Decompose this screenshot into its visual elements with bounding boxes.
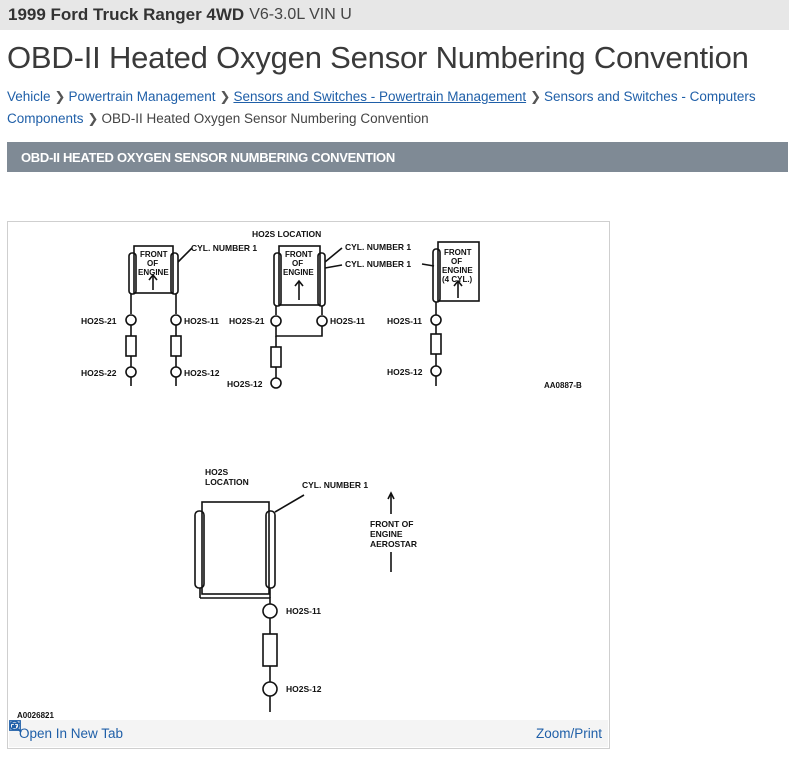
open-new-tab-link[interactable]: Open In New Tab — [9, 720, 124, 741]
diagram-title: HO2S LOCATION — [252, 229, 321, 239]
ho2s-12-label: HO2S-12 — [387, 367, 423, 377]
cyl-number-1-label: CYL. NUMBER 1 — [345, 242, 411, 252]
front-of-engine-4cyl-label: FRONT — [444, 248, 472, 257]
ho2s-location-label: HO2S — [205, 467, 228, 477]
front-of-engine-aerostar-label: FRONT OF — [370, 519, 413, 529]
ho2s-12-label: HO2S-12 — [227, 379, 263, 389]
breadcrumb-current: OBD-II Heated Oxygen Sensor Numbering Co… — [101, 111, 429, 126]
front-of-engine-label: ENGINE — [138, 268, 169, 277]
ho2s-11-label: HO2S-11 — [387, 316, 422, 326]
cyl-number-1-label: CYL. NUMBER 1 — [345, 259, 411, 269]
breadcrumb: Vehicle❯Powertrain Management❯Sensors an… — [7, 86, 789, 130]
front-of-engine-label: ENGINE — [283, 268, 314, 277]
breadcrumb-sensors-switches-powertrain[interactable]: Sensors and Switches - Powertrain Manage… — [233, 89, 527, 104]
diagram-code-bottom: A0026821 — [17, 711, 54, 720]
diagram-figure: HO2S LOCATION FRONT OF ENGINE FRONT OF E… — [7, 221, 610, 749]
breadcrumb-powertrain-management[interactable]: Powertrain Management — [68, 89, 216, 104]
engine-info: V6-3.0L VIN U — [249, 6, 352, 23]
front-of-engine-aerostar-label: ENGINE — [370, 529, 403, 539]
ho2s-22-label: HO2S-22 — [81, 368, 117, 378]
ho2s-location-label: LOCATION — [205, 477, 249, 487]
breadcrumb-sensors-switches-computers[interactable]: Sensors and Switches - Computers — [544, 89, 756, 104]
front-of-engine-4cyl-label: OF — [451, 257, 462, 266]
zoom-print-link[interactable]: Zoom/Print — [9, 720, 602, 741]
front-of-engine-4cyl-label: (4 CYL.) — [442, 275, 473, 284]
ho2s-11-label: HO2S-11 — [184, 316, 219, 326]
front-of-engine-label: FRONT — [285, 250, 313, 259]
chevron-right-icon: ❯ — [530, 89, 541, 104]
chevron-right-icon: ❯ — [219, 89, 231, 104]
zoom-icon — [9, 720, 22, 733]
breadcrumb-components[interactable]: Components — [7, 111, 84, 126]
ho2s-11-label: HO2S-11 — [286, 606, 321, 616]
front-of-engine-label: FRONT — [140, 250, 168, 259]
chevron-right-icon: ❯ — [54, 89, 66, 104]
open-new-tab-label: Open In New Tab — [19, 726, 124, 741]
breadcrumb-vehicle[interactable]: Vehicle — [7, 89, 51, 104]
ho2s-diagram: HO2S LOCATION FRONT OF ENGINE FRONT OF E… — [17, 229, 582, 720]
figure-toolbar: Open In New Tab Zoom/Print — [9, 720, 608, 747]
front-of-engine-4cyl-label: ENGINE — [442, 266, 473, 275]
front-of-engine-label: OF — [292, 259, 303, 268]
zoom-print-label: Zoom/Print — [535, 726, 602, 741]
ho2s-12-label: HO2S-12 — [184, 368, 220, 378]
ho2s-21-label: HO2S-21 — [229, 316, 265, 326]
ho2s-12-label: HO2S-12 — [286, 684, 322, 694]
ho2s-11-label: HO2S-11 — [330, 316, 365, 326]
vehicle-header: 1999 Ford Truck Ranger 4WD V6-3.0L VIN U — [0, 0, 789, 30]
diagram-code-top: AA0887-B — [544, 381, 582, 390]
front-of-engine-aerostar-label: AEROSTAR — [370, 539, 417, 549]
front-of-engine-label: OF — [147, 259, 158, 268]
ho2s-21-label: HO2S-21 — [81, 316, 117, 326]
chevron-right-icon: ❯ — [87, 111, 99, 126]
cyl-number-1-label: CYL. NUMBER 1 — [302, 480, 368, 490]
cyl-number-1-label: CYL. NUMBER 1 — [191, 243, 257, 253]
vehicle-name: 1999 Ford Truck Ranger 4WD — [8, 5, 245, 24]
page-title: OBD-II Heated Oxygen Sensor Numbering Co… — [7, 40, 749, 75]
section-heading: OBD-II HEATED OXYGEN SENSOR NUMBERING CO… — [7, 142, 788, 172]
